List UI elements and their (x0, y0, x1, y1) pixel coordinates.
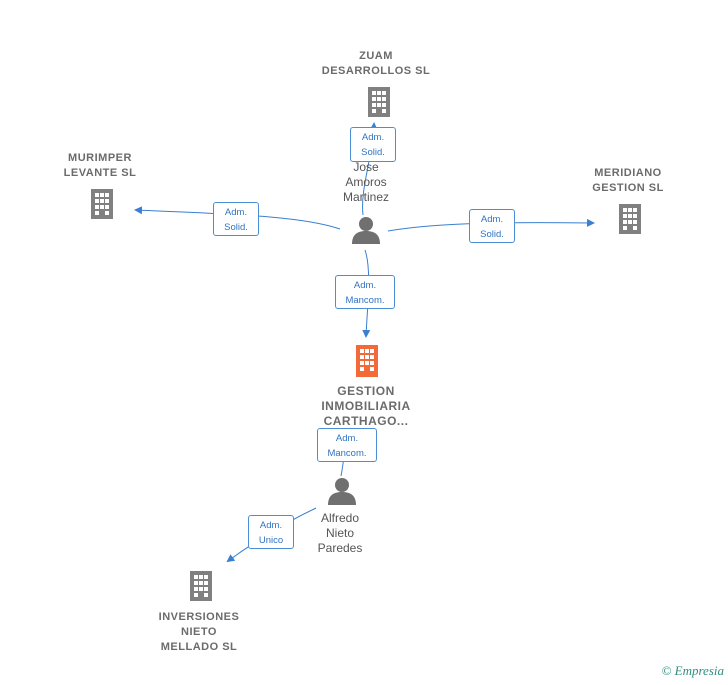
company-label-meridiano[interactable]: MERIDIANO GESTION SL (568, 166, 688, 196)
role-line: Adm. (335, 433, 359, 444)
company-name-line: MELLADO SL (160, 641, 238, 653)
brand-name: Empresia (674, 663, 724, 678)
building-icon[interactable] (364, 85, 394, 119)
person-name-line: Jose (353, 160, 379, 174)
company-name-line: MERIDIANO (594, 167, 662, 179)
company-name-line: INMOBILIARIA (321, 399, 411, 413)
building-icon[interactable] (87, 187, 117, 221)
role-line: Mancom. (345, 295, 385, 306)
company-name-line: NIETO (181, 626, 217, 638)
brand-footer[interactable]: © Empresia (662, 663, 725, 679)
role-line: Solid. (361, 147, 385, 158)
company-name-line: DESARROLLOS SL (321, 65, 431, 77)
person-name-line: Paredes (317, 541, 363, 555)
role-line: Adm. (224, 207, 248, 218)
person-label-jose[interactable]: Jose Amoros Martinez (316, 160, 416, 205)
company-name-line: GESTION SL (592, 182, 664, 194)
role-badge-gestion-jose: Adm. Mancom. (335, 275, 395, 309)
role-line: Unico (258, 535, 284, 546)
person-name-line: Nieto (325, 526, 354, 540)
role-line: Solid. (480, 229, 504, 240)
company-name-line: LEVANTE SL (63, 167, 137, 179)
company-name-line: MURIMPER (68, 152, 132, 164)
role-line: Adm. (259, 520, 283, 531)
company-name-line: CARTHAGO... (323, 414, 409, 428)
building-icon-highlighted[interactable] (352, 343, 382, 379)
person-name-line: Martinez (342, 190, 389, 204)
role-badge-inversiones: Adm. Unico (248, 515, 294, 549)
role-line: Adm. (480, 214, 504, 225)
role-line: Adm. (361, 132, 385, 143)
company-label-gestion[interactable]: GESTION INMOBILIARIA CARTHAGO... (296, 384, 436, 429)
role-badge-meridiano: Adm. Solid. (469, 209, 515, 243)
role-line: Solid. (224, 222, 248, 233)
person-icon[interactable] (350, 214, 382, 246)
person-icon[interactable] (326, 475, 358, 507)
copyright-symbol: © (661, 663, 672, 678)
person-name-line: Amoros (345, 175, 387, 189)
company-name-line: INVERSIONES (158, 611, 240, 623)
company-label-murimper[interactable]: MURIMPER LEVANTE SL (40, 151, 160, 181)
company-label-zuam[interactable]: ZUAM DESARROLLOS SL (316, 49, 436, 79)
company-label-inversiones[interactable]: INVERSIONES NIETO MELLADO SL (139, 610, 259, 655)
role-line: Adm. (353, 280, 377, 291)
company-name-line: GESTION (337, 384, 395, 398)
person-label-alfredo[interactable]: Alfredo Nieto Paredes (290, 511, 390, 556)
person-name-line: Alfredo (320, 511, 360, 525)
role-badge-murimper: Adm. Solid. (213, 202, 259, 236)
company-name-line: ZUAM (359, 50, 393, 62)
role-line: Mancom. (327, 448, 367, 459)
role-badge-zuam: Adm. Solid. (350, 127, 396, 162)
building-icon[interactable] (615, 202, 645, 236)
building-icon[interactable] (186, 569, 216, 603)
role-badge-gestion-alfredo: Adm. Mancom. (317, 428, 377, 462)
